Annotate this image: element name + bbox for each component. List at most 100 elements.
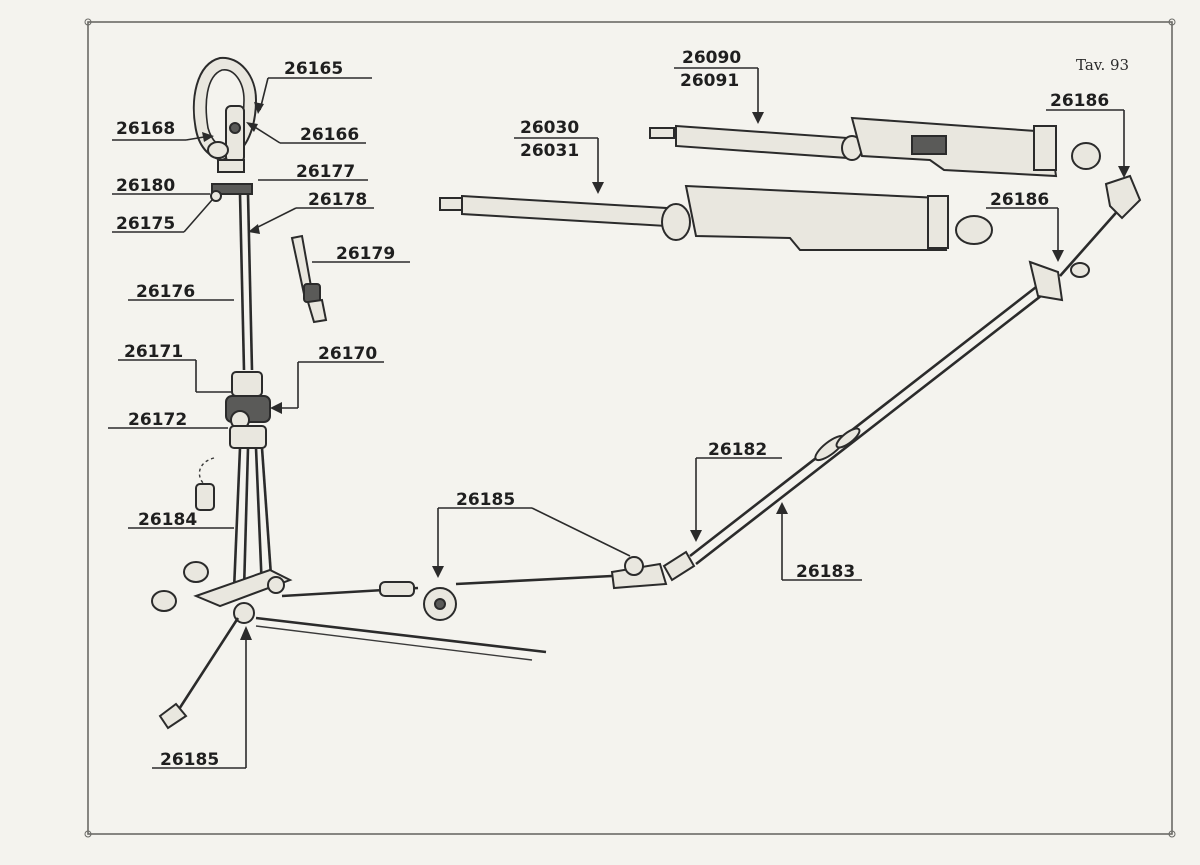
- label-26165: 26165: [284, 59, 343, 79]
- foot-ring: [183, 561, 209, 583]
- leader: [531, 507, 631, 557]
- backplate: [927, 195, 949, 249]
- column-rod-edge: [246, 193, 254, 371]
- grip-knob: [955, 215, 993, 245]
- label-26166: 26166: [300, 125, 359, 145]
- tie-rod-edge: [255, 625, 533, 661]
- label-26185: 26185: [160, 750, 219, 770]
- chain: [198, 457, 215, 485]
- gun-mount-26186-upper: [1104, 174, 1142, 220]
- leader-lines: [108, 67, 1125, 769]
- label-26180: 26180: [116, 176, 175, 196]
- receiver: [850, 116, 1058, 178]
- barrel-collar: [661, 203, 691, 241]
- collar-nut: [210, 190, 222, 202]
- arrowhead: [752, 112, 764, 124]
- upper-link: [1059, 205, 1123, 277]
- sight-screw: [229, 122, 241, 134]
- muzzle: [649, 127, 675, 139]
- label-26170: 26170: [318, 344, 377, 364]
- clamp-26171: [231, 371, 263, 397]
- label-26030: 26030: [520, 118, 579, 138]
- label-26172: 26172: [128, 410, 187, 430]
- link-coupler: [379, 581, 415, 597]
- muzzle: [439, 197, 465, 211]
- column-rod: [238, 193, 246, 371]
- label-26185: 26185: [456, 490, 515, 510]
- plate-number: Tav. 93: [1076, 56, 1129, 74]
- hub-26185: [233, 602, 255, 624]
- sight-knob: [207, 141, 229, 159]
- arrowhead: [246, 122, 258, 132]
- border-corner: [84, 18, 92, 26]
- arrowhead: [1118, 166, 1130, 178]
- rod-turnbuckle: [835, 427, 861, 449]
- label-26176: 26176: [136, 282, 195, 302]
- receiver: [684, 184, 948, 251]
- label-26184: 26184: [138, 510, 197, 530]
- arrowhead: [432, 566, 444, 578]
- leader: [183, 199, 213, 233]
- arrowhead: [240, 626, 252, 640]
- link-eye: [1070, 262, 1090, 278]
- label-26168: 26168: [116, 119, 175, 139]
- fitting-tip: [306, 298, 328, 324]
- arrowhead: [592, 182, 604, 194]
- label-26178: 26178: [308, 190, 367, 210]
- elbow-joint: [662, 550, 696, 582]
- plate-border: [87, 21, 1173, 835]
- leg-bundle: [260, 447, 274, 591]
- border-corner: [1168, 18, 1176, 26]
- linkage-assembly: [281, 174, 1142, 621]
- pulley-hub: [434, 598, 446, 610]
- backplate: [1033, 125, 1057, 171]
- lower-leg: [170, 617, 240, 721]
- arrowhead: [202, 132, 214, 142]
- leg-foot: [158, 702, 188, 730]
- label-26186: 26186: [1050, 91, 1109, 111]
- gun-26090: [649, 116, 1101, 178]
- arrowheads: [202, 102, 1130, 640]
- barrel-jacket: [461, 194, 667, 228]
- leg-bundle: [242, 447, 250, 591]
- leader: [251, 207, 297, 231]
- fitting-nut: [303, 283, 321, 303]
- gun-26030: [439, 184, 993, 251]
- label-26090: 26090: [682, 48, 741, 68]
- label-26031: 26031: [520, 141, 579, 161]
- label-26179: 26179: [336, 244, 395, 264]
- barrel-jacket: [675, 124, 849, 160]
- label-26171: 26171: [124, 342, 183, 362]
- arrowhead: [254, 102, 264, 114]
- hub-joint: [267, 576, 285, 594]
- coupler-ring: [624, 556, 644, 576]
- diagonal-rod-edge: [695, 290, 1047, 566]
- clamp-26172: [229, 425, 267, 449]
- label-26182: 26182: [708, 440, 767, 460]
- label-26175: 26175: [116, 214, 175, 234]
- grip-knob: [1071, 142, 1101, 170]
- base-plate: [193, 568, 293, 608]
- label-26183: 26183: [796, 562, 855, 582]
- link-rod: [455, 574, 613, 586]
- collar-26180: [211, 183, 253, 195]
- ejection-port: [911, 135, 947, 155]
- arrowhead: [248, 224, 260, 234]
- tie-rod: [255, 616, 547, 654]
- arrowhead: [1052, 250, 1064, 262]
- collar-26177: [217, 159, 245, 173]
- border-corner: [84, 830, 92, 838]
- leg-bundle: [254, 447, 264, 591]
- leg-bundle: [232, 447, 242, 591]
- gun-mount-26186: [1028, 260, 1064, 302]
- part-labels: 26165 26168 26166 26177 26180 26178 2617…: [116, 48, 1109, 770]
- label-26186: 26186: [990, 190, 1049, 210]
- arrowhead: [776, 502, 788, 514]
- label-26091: 26091: [680, 71, 739, 91]
- arrowhead: [690, 530, 702, 542]
- diagonal-rod: [689, 282, 1041, 558]
- foot-ring: [151, 590, 177, 612]
- arrowhead: [270, 402, 282, 414]
